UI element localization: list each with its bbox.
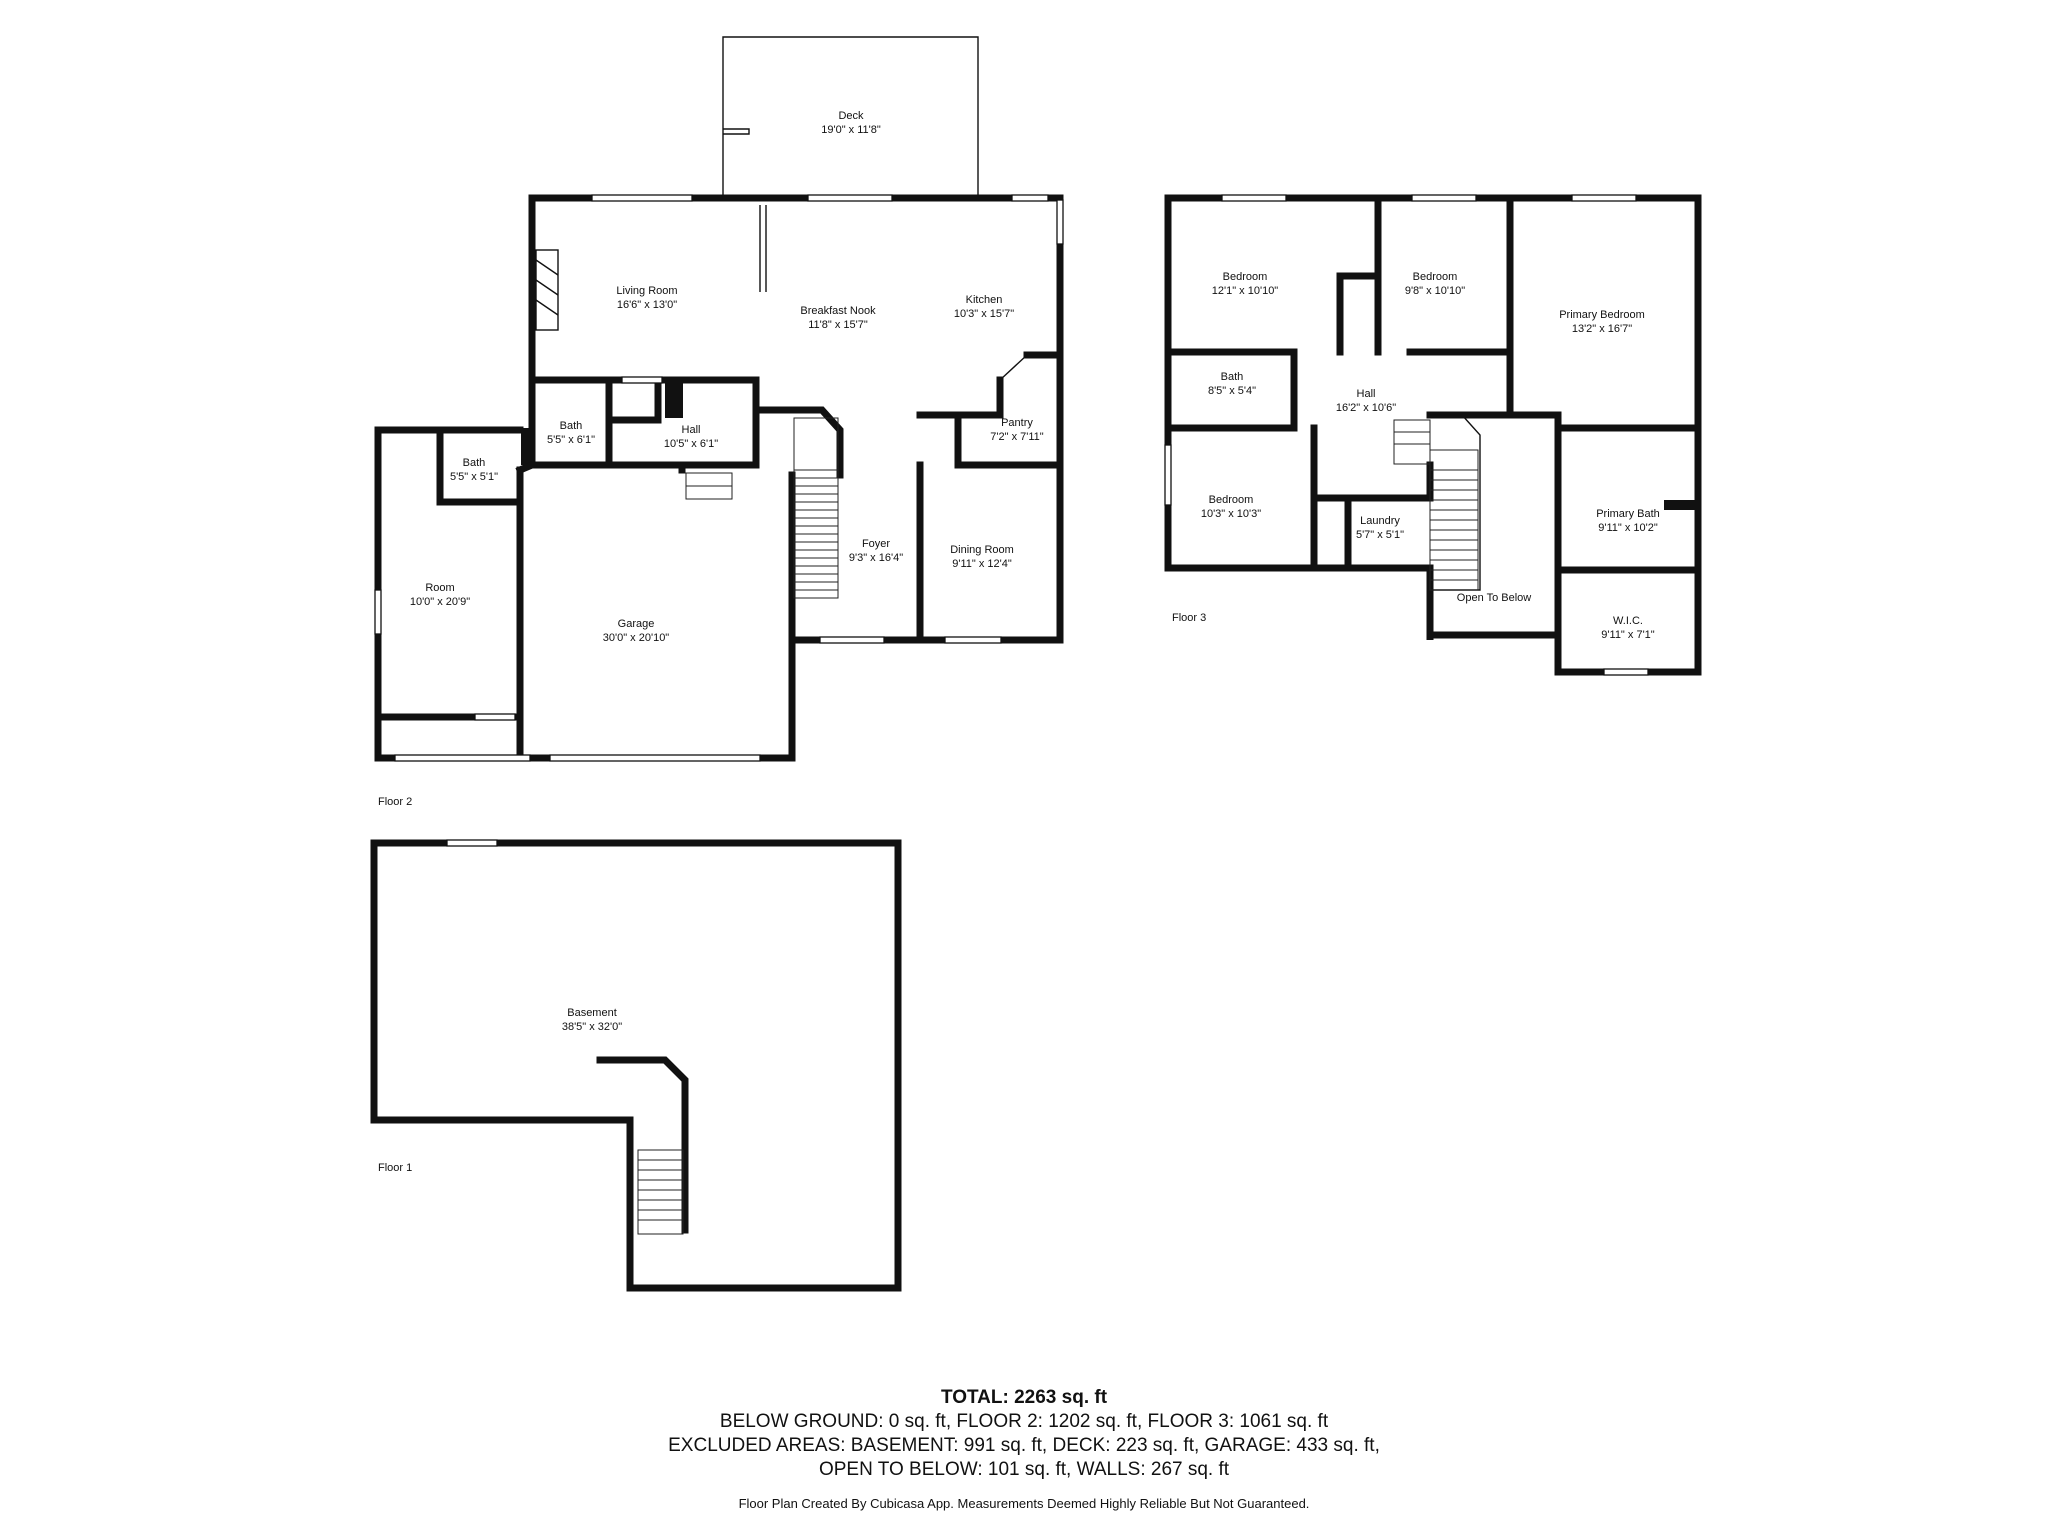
garage-dims: 30'0" x 20'10" xyxy=(603,632,670,644)
total-area: TOTAL: 2263 sq. ft xyxy=(940,1387,1108,1408)
floor-3-stairs xyxy=(1393,414,1481,591)
primary-bath-name: Primary Bath xyxy=(1596,508,1660,520)
living-room-dims: 16'6" x 13'0" xyxy=(617,299,677,311)
floor-2-windows xyxy=(374,194,1064,762)
bedroom-2-name: Bedroom xyxy=(1413,271,1458,283)
floor-3-windows xyxy=(1164,194,1649,676)
bedroom-1-name: Bedroom xyxy=(1223,271,1268,283)
living-room-name: Living Room xyxy=(616,285,677,297)
bath-f2-b-dims: 5'5" x 5'1" xyxy=(450,471,498,483)
bath-f3-dims: 8'5" x 5'4" xyxy=(1208,385,1256,397)
kitchen-name: Kitchen xyxy=(966,294,1003,306)
hall-f3-dims: 16'2" x 10'6" xyxy=(1336,402,1396,414)
floor-1-plan xyxy=(370,839,902,1292)
basement-walls xyxy=(370,839,902,1292)
foyer-dims: 9'3" x 16'4" xyxy=(849,552,903,564)
credit-note: Floor Plan Created By Cubicasa App. Meas… xyxy=(738,1496,1310,1511)
basement-name: Basement xyxy=(567,1007,617,1019)
room-name: Room xyxy=(425,582,454,594)
dining-room-dims: 9'11" x 12'4" xyxy=(952,558,1012,570)
pantry-name: Pantry xyxy=(1001,417,1033,429)
hall-f2-dims: 10'5" x 6'1" xyxy=(664,438,718,450)
bedroom-2-dims: 9'8" x 10'10" xyxy=(1405,285,1465,297)
kitchen-dims: 10'3" x 15'7" xyxy=(954,308,1014,320)
area-breakdown-line-1: BELOW GROUND: 0 sq. ft, FLOOR 2: 1202 sq… xyxy=(719,1411,1329,1432)
open-to-below-name: Open To Below xyxy=(1457,592,1531,604)
floor-3-plan xyxy=(1164,194,1702,676)
garage-name: Garage xyxy=(618,618,655,630)
pantry-dims: 7'2" x 7'11" xyxy=(990,431,1043,443)
wic-name: W.I.C. xyxy=(1613,615,1643,627)
room-dims: 10'0" x 20'9" xyxy=(410,596,470,608)
deck-outline xyxy=(722,36,979,197)
floor-1-label: Floor 1 xyxy=(378,1162,412,1174)
bath-f2-b-name: Bath xyxy=(463,457,486,469)
deck-dims: 19'0" x 11'8" xyxy=(821,124,881,136)
floor-3-label: Floor 3 xyxy=(1172,612,1206,624)
deck-name: Deck xyxy=(838,110,864,122)
floor-2-stairs xyxy=(685,417,839,599)
wic-dims: 9'11" x 7'1" xyxy=(1601,629,1654,641)
bath-f2-a-name: Bath xyxy=(560,420,583,432)
primary-bath-dims: 9'11" x 10'2" xyxy=(1598,522,1658,534)
floor-3-walls xyxy=(1164,194,1702,676)
basement-stairs xyxy=(637,1149,684,1235)
laundry-name: Laundry xyxy=(1360,515,1400,527)
fireplace-icon xyxy=(535,249,559,331)
hall-f2-name: Hall xyxy=(682,424,701,436)
hall-f3-name: Hall xyxy=(1357,388,1376,400)
primary-bedroom-name: Primary Bedroom xyxy=(1559,309,1645,321)
breakfast-nook-dims: 11'8" x 15'7" xyxy=(808,319,868,331)
floor-2-partitions xyxy=(759,205,767,292)
bath-f2-a-dims: 5'5" x 6'1" xyxy=(547,434,595,446)
primary-bedroom-dims: 13'2" x 16'7" xyxy=(1572,323,1632,335)
floor-2-plan xyxy=(374,36,1064,762)
floor-2-label: Floor 2 xyxy=(378,796,412,808)
area-summary: TOTAL: 2263 sq. ft BELOW GROUND: 0 sq. f… xyxy=(0,1386,2048,1482)
area-breakdown-line-2: EXCLUDED AREAS: BASEMENT: 991 sq. ft, DE… xyxy=(668,1435,1380,1456)
breakfast-nook-name: Breakfast Nook xyxy=(800,305,876,317)
laundry-dims: 5'7" x 5'1" xyxy=(1356,529,1404,541)
bedroom-3-dims: 10'3" x 10'3" xyxy=(1201,508,1261,520)
bath-f3-name: Bath xyxy=(1221,371,1244,383)
foyer-name: Foyer xyxy=(862,538,890,550)
bedroom-1-dims: 12'1" x 10'10" xyxy=(1212,285,1279,297)
dining-room-name: Dining Room xyxy=(950,544,1014,556)
bedroom-3-name: Bedroom xyxy=(1209,494,1254,506)
area-breakdown-line-3: OPEN TO BELOW: 101 sq. ft, WALLS: 267 sq… xyxy=(818,1459,1230,1480)
basement-dims: 38'5" x 32'0" xyxy=(562,1021,622,1033)
